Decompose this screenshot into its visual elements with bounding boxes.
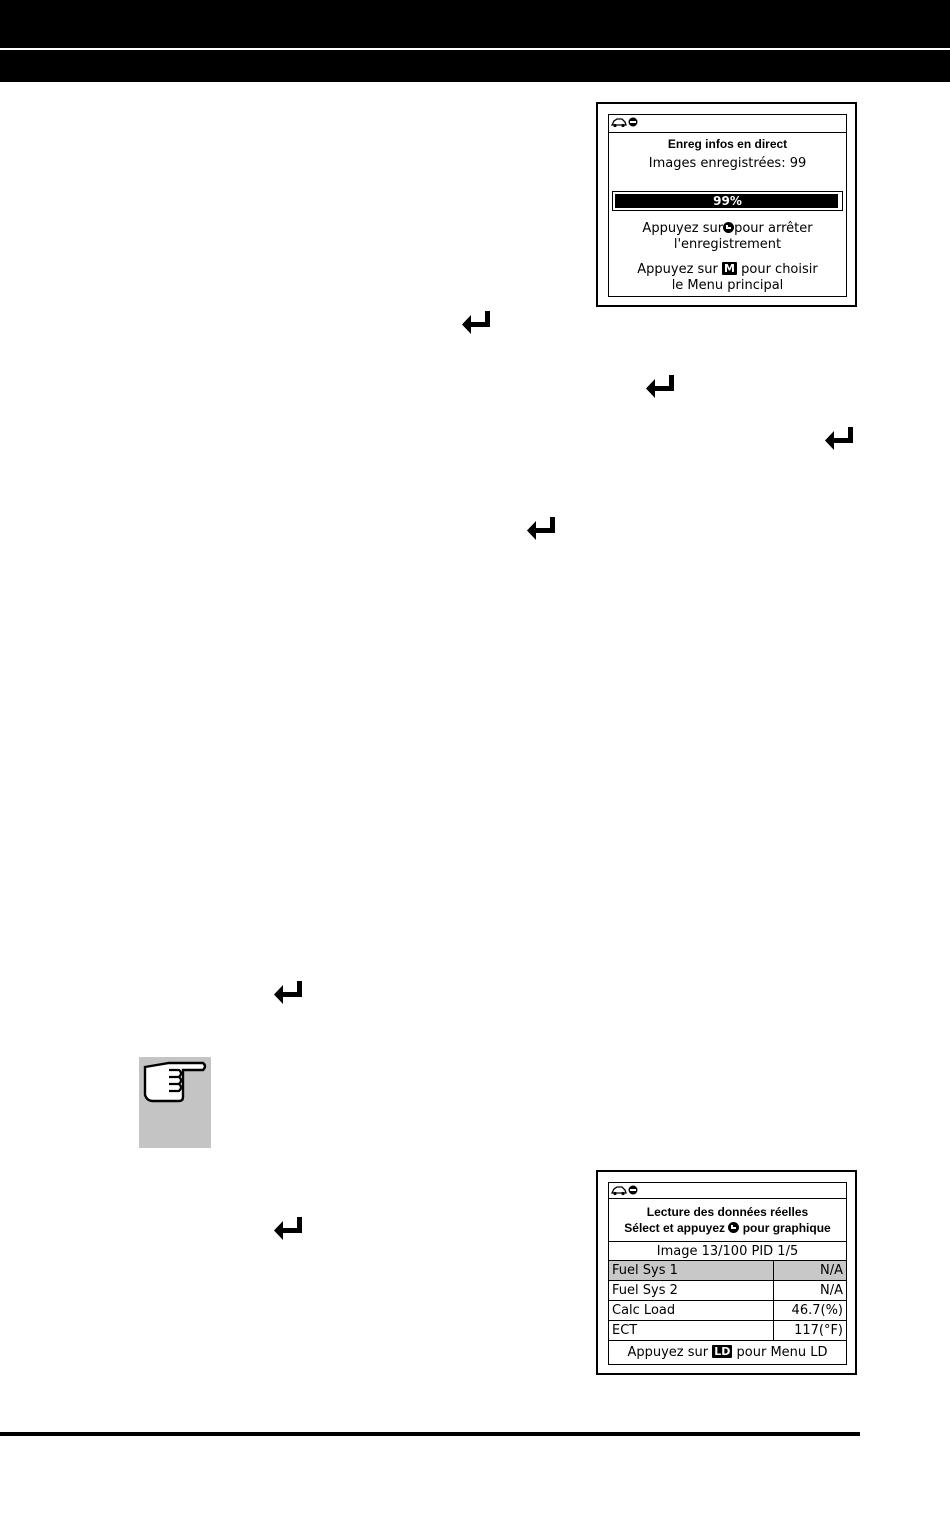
pid-value: N/A [820, 1283, 843, 1298]
enter-key-icon [274, 1217, 302, 1240]
screen-header-bar [609, 115, 846, 132]
screen-title-pre: Sélect et appuyez [624, 1221, 726, 1235]
menu-instruction-post: pour choisir [741, 262, 818, 277]
stop-instruction-pre: Appuyez sur [642, 221, 724, 236]
table-row[interactable]: ECT 117(°F) [609, 1320, 846, 1340]
screen-title: Lecture des données réelles Sélect et ap… [609, 1198, 846, 1242]
screen-frame: Lecture des données réelles Sélect et ap… [608, 1182, 847, 1365]
menu-instruction: Appuyez sur M pour choisir le Menu princ… [609, 262, 846, 294]
screen-frame: Enreg infos en direct Images enregistrée… [608, 114, 847, 297]
enter-key-icon [274, 981, 302, 1004]
stop-instruction: Appuyez sur pour arrêter l'enregistrement [609, 221, 846, 253]
header-band-top [0, 0, 950, 48]
pid-value: 46.7(%) [791, 1303, 843, 1318]
enter-key-icon [646, 375, 674, 398]
ld-key-icon: LD [712, 1345, 733, 1358]
enter-key-icon [723, 222, 735, 233]
table-row[interactable]: Fuel Sys 2 N/A [609, 1280, 846, 1300]
menu-instruction-pre: Appuyez sur [637, 262, 718, 277]
header-band-bottom [0, 50, 950, 82]
progress-bar: 99% [612, 191, 843, 211]
progress-label: 99% [713, 194, 742, 208]
progress-fill [615, 194, 838, 208]
pid-name: Fuel Sys 1 [612, 1263, 678, 1278]
frames-recorded-label: Images enregistrées: 99 [648, 156, 807, 171]
screen-header-bar [609, 1183, 846, 1198]
screen-title-line1: Lecture des données réelles [646, 1205, 809, 1219]
pid-name: Calc Load [612, 1303, 676, 1318]
footer-instruction: Appuyez sur LD pour Menu LD [609, 1340, 846, 1365]
record-live-data-screen: Enreg infos en direct Images enregistrée… [596, 102, 857, 307]
pid-value: N/A [820, 1263, 843, 1278]
footer-pre: Appuyez sur [627, 1345, 709, 1360]
stop-instruction-post: pour arrêter [734, 221, 813, 236]
pointing-hand-icon [143, 1061, 207, 1103]
screen-title: Enreg infos en direct [609, 132, 846, 152]
pid-name: Fuel Sys 2 [612, 1283, 678, 1298]
table-row[interactable]: Fuel Sys 1 N/A [609, 1260, 846, 1280]
live-data-viewer-screen: Lecture des données réelles Sélect et ap… [596, 1170, 857, 1375]
menu-key-icon: M [722, 262, 737, 275]
table-row[interactable]: Calc Load 46.7(%) [609, 1300, 846, 1320]
enter-key-icon [462, 311, 490, 334]
pid-value: 117(°F) [794, 1323, 843, 1338]
enter-key-icon [527, 517, 555, 540]
note-box [139, 1057, 211, 1148]
footer-post: pour Menu LD [736, 1345, 828, 1360]
screen-title-post: pour graphique [742, 1221, 831, 1235]
footer-rule [0, 1432, 860, 1436]
enter-key-icon [825, 427, 853, 450]
menu-instruction-line2: le Menu principal [671, 278, 784, 293]
pid-name: ECT [612, 1323, 638, 1338]
frame-pid-status: Image 13/100 PID 1/5 [609, 1241, 846, 1261]
car-icon [611, 1185, 638, 1196]
stop-instruction-line2: l'enregistrement [673, 237, 782, 252]
enter-key-icon [728, 1222, 740, 1233]
car-icon [611, 117, 638, 128]
